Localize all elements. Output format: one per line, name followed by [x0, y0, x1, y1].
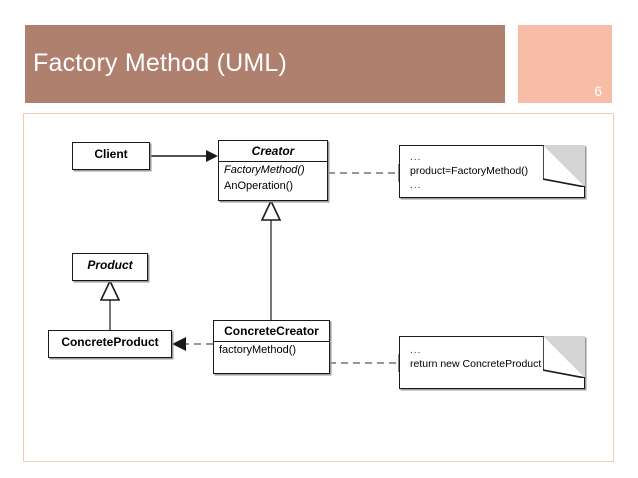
note-line-3: ...: [410, 180, 422, 191]
uml-class-name: Client: [94, 147, 128, 161]
uml-class-client[interactable]: Client: [72, 142, 150, 170]
uml-class-product[interactable]: Product: [72, 253, 148, 281]
uml-operation-factorymethod: FactoryMethod(): [224, 164, 305, 176]
uml-operation-anoperation: AnOperation(): [224, 180, 294, 192]
page-number-box: 6: [518, 25, 612, 103]
uml-class-name: Creator: [251, 144, 295, 158]
page-title: Factory Method (UML): [33, 49, 288, 77]
uml-class-concretecreator[interactable]: ConcreteCreator factoryMethod(): [213, 320, 330, 374]
uml-note-bottom[interactable]: ... return new ConcreteProduct: [399, 336, 585, 389]
page-number: 6: [594, 83, 602, 99]
note-fold-icon: [543, 145, 585, 187]
uml-compartment-divider: FactoryMethod() AnOperation(): [219, 161, 327, 194]
note-line-2: product=FactoryMethod(): [410, 165, 529, 177]
uml-class-creator[interactable]: Creator FactoryMethod() AnOperation(): [218, 140, 328, 201]
note-line-1: ...: [410, 345, 422, 356]
note-line-2: return new ConcreteProduct: [410, 358, 542, 370]
uml-class-name: Product: [87, 258, 133, 272]
uml-class-name: ConcreteCreator: [224, 324, 319, 338]
uml-class-name: ConcreteProduct: [61, 335, 159, 349]
uml-note-top[interactable]: ... product=FactoryMethod() ...: [399, 145, 585, 198]
uml-class-concreteproduct[interactable]: ConcreteProduct: [48, 330, 172, 358]
note-line-1: ...: [410, 152, 422, 163]
uml-operation-factorymethod: factoryMethod(): [219, 344, 297, 356]
uml-compartment-divider: factoryMethod(): [214, 341, 329, 358]
slide-title-bar: [25, 25, 505, 103]
slide-content-frame: Client Creator FactoryMethod() AnOperati…: [23, 113, 614, 462]
note-fold-icon: [543, 336, 585, 378]
